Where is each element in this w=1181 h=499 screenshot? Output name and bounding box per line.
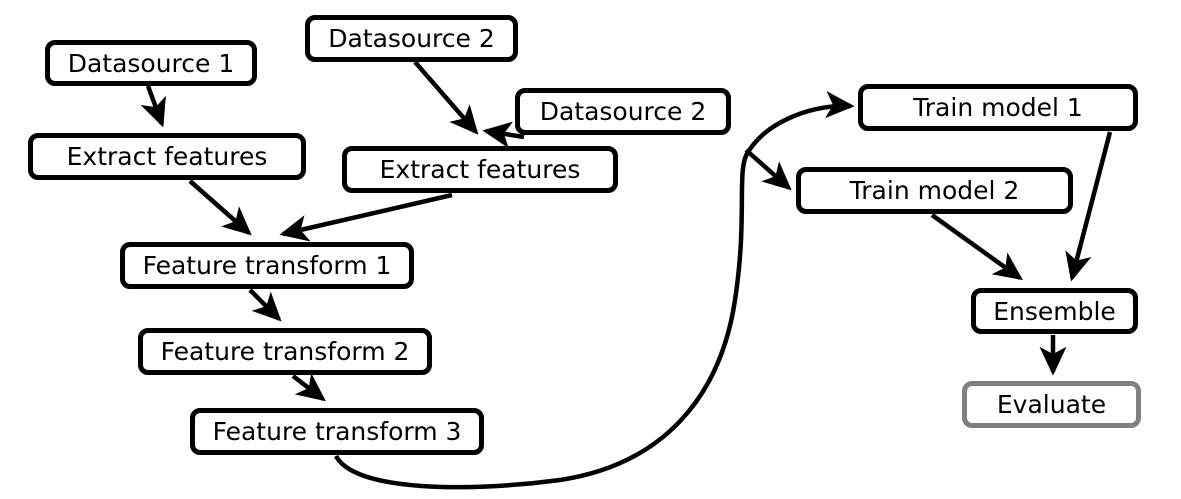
node-train-model-2[interactable]: Train model 2 [796,167,1073,214]
node-label-extract-features-1: Extract features [66,142,268,171]
edge-datasource2b-extract2-line [489,135,533,136]
edge-datasource2a-extract2 [413,60,479,135]
node-label-ensemble: Ensemble [993,296,1116,326]
node-feature-transform-2[interactable]: Feature transform 2 [138,328,432,375]
edge-transform2-transform3 [291,372,326,402]
node-extract-features-2[interactable]: Extract features [342,146,618,193]
node-extract-features-1[interactable]: Extract features [28,133,306,180]
edge-trainmodel2-ensemble [930,213,1023,281]
node-label-feature-transform-2: Feature transform 2 [160,337,410,366]
node-evaluate[interactable]: Evaluate [962,381,1141,428]
node-label-train-model-2: Train model 2 [849,176,1020,205]
edge-trainmodel1-ensemble [1065,131,1113,282]
node-label-datasource-2-a: Datasource 2 [328,24,495,53]
node-train-model-1[interactable]: Train model 1 [858,84,1138,131]
node-label-feature-transform-1: Feature transform 1 [142,251,392,280]
edge-datasource2b-extract2 [489,135,528,136]
node-feature-transform-1[interactable]: Feature transform 1 [120,242,414,289]
node-label-train-model-1: Train model 1 [913,93,1083,122]
node-label-extract-features-2: Extract features [379,155,581,184]
node-label-feature-transform-3: Feature transform 3 [212,417,462,446]
edge-transform1-transform2 [248,288,282,322]
node-datasource-2-a[interactable]: Datasource 2 [305,15,518,62]
edge-datasource1-extract1 [140,85,166,128]
node-datasource-1[interactable]: Datasource 1 [45,40,257,86]
node-ensemble[interactable]: Ensemble [971,288,1138,334]
node-datasource-2-b[interactable]: Datasource 2 [515,88,731,135]
edge-transform3-trainmodel2 [744,148,792,191]
node-feature-transform-3[interactable]: Feature transform 3 [190,408,484,455]
edge-extract2-transform1 [279,192,453,242]
node-label-datasource-2-b: Datasource 2 [539,97,707,126]
node-label-datasource-1: Datasource 1 [67,48,235,78]
node-label-evaluate: Evaluate [996,390,1107,419]
edge-extract1-transform1 [188,179,252,236]
